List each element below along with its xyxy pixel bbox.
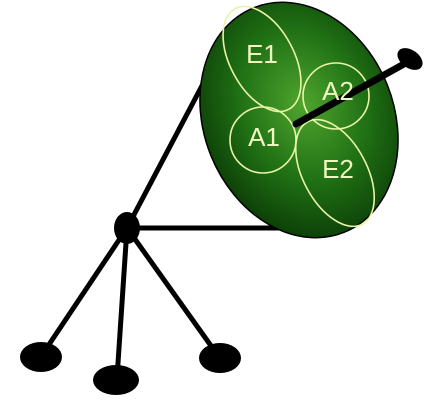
feed-horn: [397, 48, 423, 70]
pivot-joint: [114, 212, 140, 244]
foot-center: [93, 365, 139, 395]
tripod-feet: [20, 342, 241, 395]
lobe-label-e1: E1: [246, 39, 278, 69]
lobe-a2-outline: [302, 62, 370, 130]
foot-right: [199, 343, 241, 373]
support-structure: [39, 77, 295, 381]
lobe-label-a2: A2: [322, 76, 354, 106]
beam-lobes: [222, 5, 376, 228]
feed-arm: [292, 60, 408, 128]
foot-left: [20, 342, 62, 372]
lobe-e1-outline: [222, 5, 302, 113]
lobe-label-a1: A1: [248, 122, 280, 152]
upper-strut: [124, 77, 208, 231]
lobe-label-e2: E2: [322, 154, 354, 184]
lobe-e2-outline: [294, 118, 376, 228]
tripod-leg-center: [114, 225, 130, 381]
tripod-leg-right: [124, 225, 222, 360]
tripod-leg-left: [39, 225, 130, 358]
